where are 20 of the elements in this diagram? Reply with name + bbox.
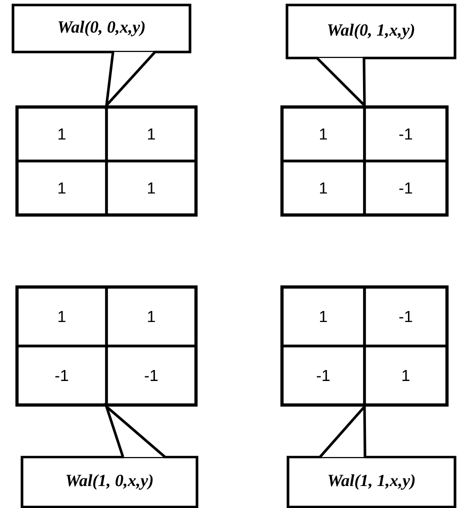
table-cell: 1 bbox=[280, 286, 366, 348]
table-cell: 1 bbox=[280, 106, 366, 162]
table-cell: -1 bbox=[363, 106, 448, 162]
table-cell: -1 bbox=[105, 344, 198, 406]
table-cell: 1 bbox=[16, 106, 108, 162]
table-cell: -1 bbox=[363, 286, 448, 348]
table-cell: 1 bbox=[105, 286, 198, 348]
table-cell: 1 bbox=[280, 160, 366, 216]
table-cell: 1 bbox=[16, 286, 108, 348]
table-cell: -1 bbox=[280, 344, 366, 406]
table-cell: 1 bbox=[105, 160, 198, 216]
table-cell: -1 bbox=[363, 160, 448, 216]
table-cell: 1 bbox=[105, 106, 198, 162]
callout-box: Wal(1, 1,x,y) bbox=[286, 456, 456, 508]
table-cell: 1 bbox=[363, 344, 448, 406]
callout-pointer bbox=[104, 50, 156, 110]
callout-box: Wal(1, 0,x,y) bbox=[20, 456, 198, 508]
table-cell: -1 bbox=[16, 344, 108, 406]
table-cell: 1 bbox=[16, 160, 108, 216]
callout-pointer bbox=[104, 402, 166, 459]
